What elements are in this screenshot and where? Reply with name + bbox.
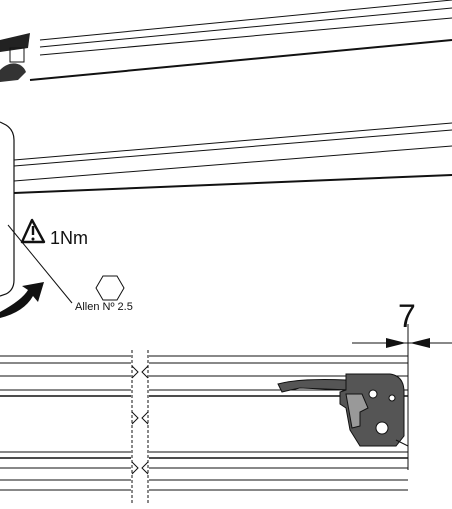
warning-triangle-icon: [20, 218, 46, 244]
allen-key-label: Allen Nº 2.5: [75, 301, 133, 313]
dimension-label: 7: [398, 298, 416, 334]
hex-key-icon: [95, 275, 125, 301]
leader-line: [7, 224, 73, 304]
middle-rail: [13, 122, 452, 194]
rotation-arrow: [0, 282, 44, 318]
locking-clip: [277, 373, 409, 447]
break-marks: [131, 350, 149, 504]
upper-rail: [29, 0, 452, 81]
torque-label: 1Nm: [50, 228, 89, 248]
lower-rail: [0, 355, 408, 491]
rail-clip-top: [0, 33, 30, 82]
side-panel: [0, 121, 15, 297]
